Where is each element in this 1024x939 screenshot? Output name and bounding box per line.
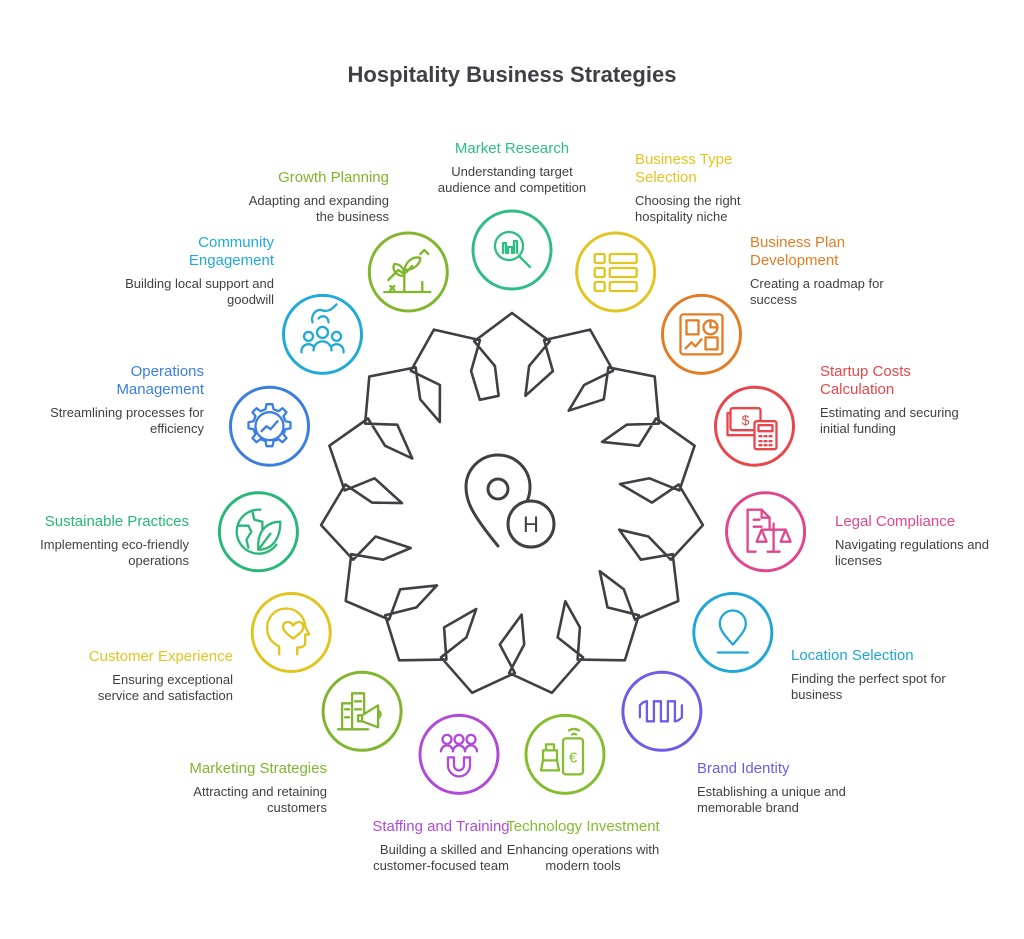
list-icon (593, 252, 638, 293)
label-description: Choosing the right hospitality niche (635, 193, 741, 224)
strategy-circles: $€ (217, 209, 807, 795)
growth-plant-icon (383, 248, 432, 294)
strategy-circle-customer-experience (250, 592, 332, 673)
megaphone-buildings-icon (336, 692, 382, 731)
label-description: Implementing eco-friendly operations (40, 537, 189, 568)
strategy-circle-startup-costs-calculation: $ (714, 385, 795, 467)
label-title: Customer Experience (88, 648, 233, 665)
strategy-circle-business-plan-development (661, 293, 742, 375)
label-title: Market Research (454, 140, 570, 157)
gear-chart-icon (247, 403, 292, 448)
strategy-circle-sustainable-practices (217, 491, 299, 573)
hotel-location-pin-icon: H (464, 453, 556, 549)
label-title: Business Plan Development (750, 234, 846, 269)
label-title: Technology Investment (506, 818, 660, 835)
cash-calculator-icon: $ (726, 407, 778, 451)
magnifying-glass-icon (493, 230, 532, 269)
label-title: Location Selection (791, 647, 914, 664)
community-icon (300, 303, 345, 354)
center-letter: H (523, 512, 539, 537)
label-title: Community Engagement (188, 234, 274, 269)
label-description: Estimating and securing initial funding (820, 405, 959, 436)
phone-euro-icon: € (539, 727, 585, 776)
svg-text:€: € (569, 749, 578, 766)
label-title: Brand Identity (697, 760, 790, 777)
label-description: Ensuring exceptional service and satisfa… (97, 672, 233, 703)
strategy-circle-legal-compliance (725, 491, 807, 573)
label-description: Understanding target audience and compet… (437, 164, 587, 195)
label-description: Adapting and expanding the business (248, 193, 389, 224)
label-title: Startup Costs Calculation (820, 363, 911, 398)
label-description: Streamlining processes for efficiency (50, 405, 204, 436)
label-title: Operations Management (116, 363, 204, 398)
strategy-circle-location-selection (692, 592, 774, 673)
label-title: Growth Planning (278, 169, 389, 186)
strategy-circle-staffing-and-training (418, 713, 500, 795)
strategy-circle-marketing-strategies (321, 670, 403, 752)
label-description: Building local support and goodwill (125, 276, 274, 307)
strategy-circle-market-research (471, 209, 553, 291)
label-description: Enhancing operations with modern tools (506, 842, 660, 873)
strategy-circle-business-type-selection (575, 231, 657, 313)
people-magnet-icon (439, 733, 479, 778)
dashboard-icon (679, 313, 724, 356)
label-title: Marketing Strategies (189, 760, 327, 777)
strategy-circle-community-engagement (282, 293, 363, 375)
strategy-circle-technology-investment: € (524, 713, 606, 795)
document-scales-icon (746, 508, 792, 553)
arrow-ring (319, 311, 705, 695)
globe-leaf-icon (235, 508, 282, 555)
label-description: Creating a roadmap for success (750, 276, 884, 307)
strategy-circle-brand-identity (621, 670, 703, 752)
head-heart-icon (266, 607, 311, 656)
strategy-circle-growth-planning (367, 231, 449, 313)
label-description: Attracting and retaining customers (193, 784, 327, 815)
label-title: Business Type Selection (635, 151, 733, 186)
svg-text:$: $ (742, 412, 750, 428)
label-description: Navigating regulations and licenses (835, 537, 989, 568)
label-description: Building a skilled and customer-focused … (373, 842, 509, 873)
strategy-circle-operations-management (229, 385, 310, 467)
label-title: Legal Compliance (835, 513, 956, 530)
waveform-icon (638, 700, 684, 723)
label-description: Establishing a unique and memorable bran… (697, 784, 846, 815)
diagram-title: Hospitality Business Strategies (347, 62, 677, 87)
arrow-ring-outline (319, 311, 705, 695)
map-pin-icon (716, 609, 749, 654)
label-description: Finding the perfect spot for business (791, 671, 946, 702)
label-title: Staffing and Training (372, 818, 510, 835)
center-icon-group: H (464, 453, 556, 549)
label-title: Sustainable Practices (44, 513, 189, 530)
